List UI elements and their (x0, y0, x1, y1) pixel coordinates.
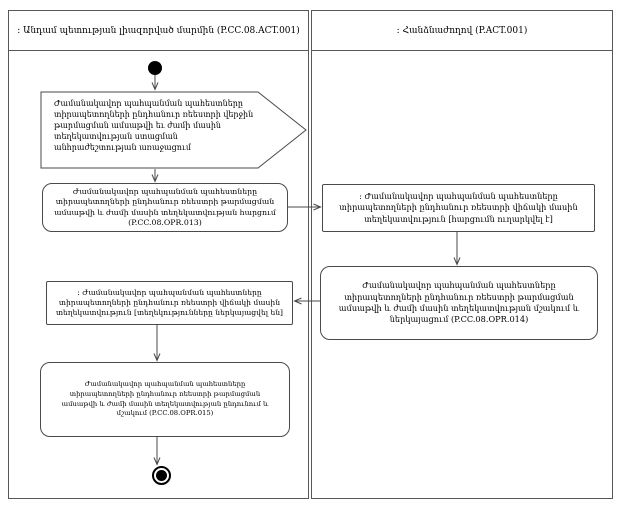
swimlane-header-authorized-body: : Անդամ պետության լիազորված մարմին (P.CC… (9, 11, 308, 51)
swimlane-title: : Հանձնաժողով (P.ACT.001) (396, 25, 528, 36)
object-label: : Ժամանակավոր պահպանման պահեստները տիրապ… (55, 288, 283, 317)
action-label: Ժամանակավոր պահպանման պահեստները տիրապետ… (54, 187, 276, 227)
send-signal-shape (40, 91, 307, 169)
object-node-info-presented: : Ժամանակավոր պահպանման պահեստները տիրապ… (46, 281, 293, 325)
swimlane-header-commission: : Հանձնաժողով (P.ACT.001) (312, 11, 612, 51)
send-signal-node: Ժամանակավոր պահպանման պահեստները տիրապետ… (40, 91, 308, 169)
send-signal-label: Ժամանակավոր պահպանման պահեստները տիրապետ… (54, 99, 254, 153)
object-label: : Ժամանակավոր պահպանման պահեստները տիրապ… (339, 191, 578, 224)
swimlane-commission: : Հանձնաժողով (P.ACT.001) (311, 10, 613, 499)
initial-node (148, 61, 162, 75)
activity-final-node (152, 466, 171, 485)
object-node-request-sent: : Ժամանակավոր պահպանման պահեստները տիրապ… (322, 184, 595, 232)
swimlane-title: : Անդամ պետության լիազորված մարմին (P.CC… (17, 25, 300, 36)
action-label: Ժամանակավոր պահպանման պահեստները տիրապետ… (338, 280, 580, 325)
action-node-process-present-opr014: Ժամանակավոր պահպանման պահեստները տիրապետ… (320, 266, 598, 340)
action-label: Ժամանակավոր պահպանման պահեստները տիրապետ… (61, 380, 269, 418)
activity-final-dot (156, 470, 167, 481)
action-node-receive-process-opr015: Ժամանակավոր պահպանման պահեստները տիրապետ… (40, 362, 290, 437)
action-node-request-opr013: Ժամանակավոր պահպանման պահեստները տիրապետ… (42, 183, 288, 232)
